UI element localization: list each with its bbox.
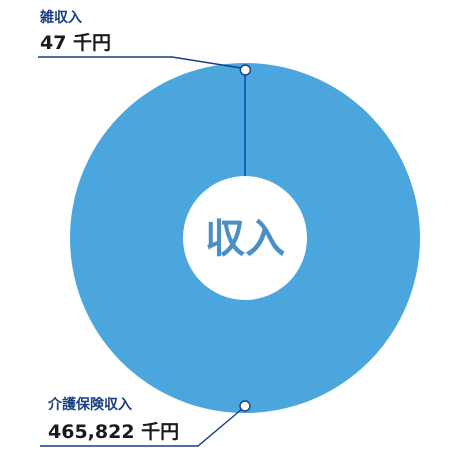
callout-1: 雑収入 47 千円 (38, 9, 252, 76)
category-label: 雑収入 (39, 9, 82, 26)
value-label: 465,822 千円 (48, 421, 179, 443)
leader-dot (239, 400, 251, 412)
value-label: 47 千円 (40, 32, 111, 54)
donut-hole (183, 176, 307, 300)
leader-dot (239, 64, 252, 76)
leader-line (40, 408, 243, 447)
callout-2: 介護保険収入 465,822 千円 (40, 396, 251, 447)
leader-line (38, 56, 242, 69)
center-label: 収入 (205, 216, 285, 262)
category-label: 介護保険収入 (47, 396, 132, 413)
